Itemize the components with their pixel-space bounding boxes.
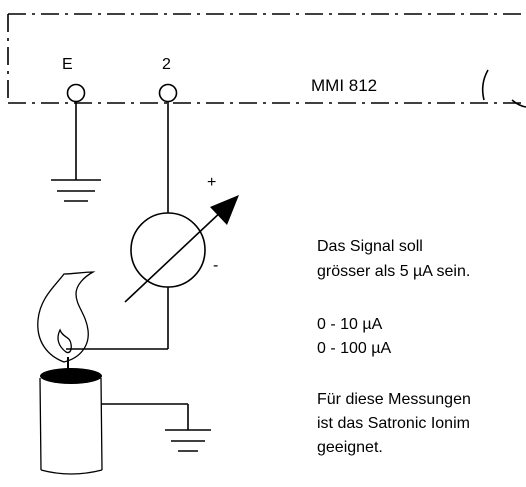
measurement-note: Für diese Messungen ist das Satronic Ion… [317,391,471,456]
enclosure-partial-arc [481,69,489,101]
terminal-e [66,83,86,103]
ground-symbol-top-icon [51,179,101,202]
terminal-2-label: 2 [162,56,171,73]
meter-arrow-head-icon [210,195,239,225]
measurement-note-line2: ist das Satronic Ionim [317,415,470,432]
meter-arrow-shaft [124,208,225,303]
candle-icon [39,368,103,475]
measurement-note-line3: geeignet. [317,439,383,456]
terminal-e-label: E [62,56,73,73]
range-note: 0 - 10 µA 0 - 100 µA [317,316,391,357]
measurement-note-line1: Für diese Messungen [317,391,471,408]
flame-icon [37,271,96,363]
ground-symbol-bottom-icon [165,429,211,452]
meter-minus-label: - [213,257,218,274]
signal-note-line2: grösser als 5 µA sein. [317,263,470,280]
range-1: 0 - 10 µA [317,316,383,333]
range-2: 0 - 100 µA [317,340,391,357]
enclosure-partial-arc-2 [511,99,526,108]
device-enclosure [7,13,526,104]
meter-plus-label: + [207,174,216,191]
device-name: MMI 812 [311,76,377,95]
microammeter-icon [130,212,206,288]
terminal-2 [158,83,178,103]
signal-note-line1: Das Signal soll [317,238,423,255]
signal-note: Das Signal soll grösser als 5 µA sein. [317,238,470,280]
